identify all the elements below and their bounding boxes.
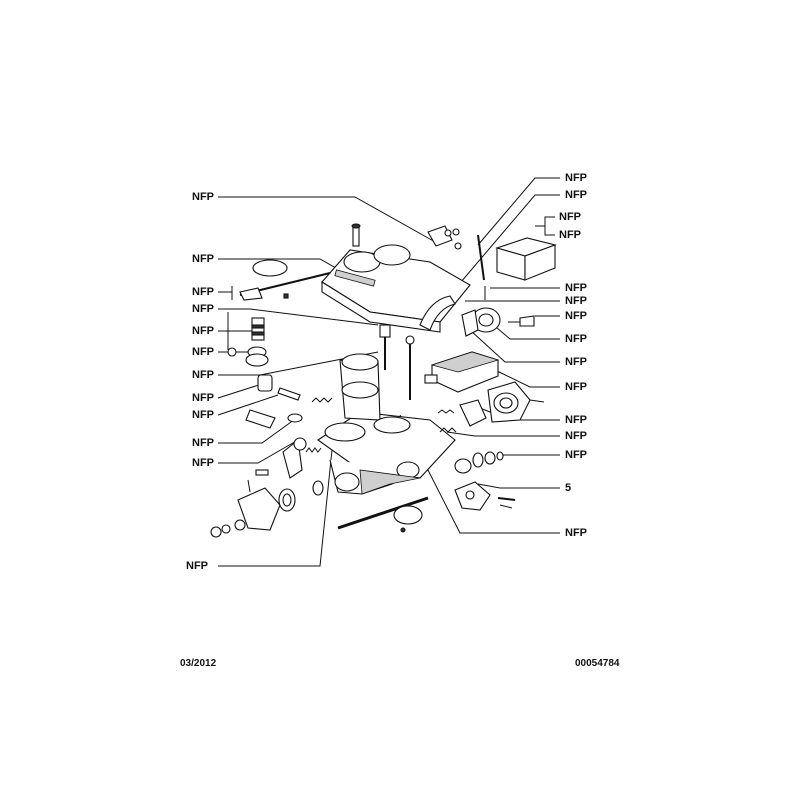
- callout-label-left-4: NFP: [192, 303, 214, 315]
- callout-label-right-15: NFP: [565, 527, 587, 539]
- throttle-shaft: [337, 496, 429, 533]
- callout-label-right-13: NFP: [565, 449, 587, 461]
- callout-label-right-12: NFP: [565, 430, 587, 442]
- callout-label-right-3: NFP: [559, 211, 581, 223]
- callout-label-left-3: NFP: [192, 286, 214, 298]
- callout-label-right-10: NFP: [565, 381, 587, 393]
- callout-label-left-9: NFP: [192, 409, 214, 421]
- leader-lines: [217, 177, 560, 567]
- throttle-linkage: [210, 437, 324, 538]
- carburetor-top-cover: [321, 223, 471, 333]
- top-right-small-parts: [419, 225, 486, 331]
- left-small-parts: [227, 259, 331, 392]
- callout-label-right-6: NFP: [565, 295, 587, 307]
- callout-label-left-8: NFP: [192, 392, 214, 404]
- callout-label-left-1: NFP: [192, 191, 214, 203]
- callout-label-right-4: NFP: [559, 229, 581, 241]
- callout-label-right-7: NFP: [565, 310, 587, 322]
- footer-date: 03/2012: [180, 658, 217, 669]
- callout-label-left-11: NFP: [192, 457, 214, 469]
- float-and-needle: [424, 351, 500, 393]
- callout-label-left-12: NFP: [186, 560, 208, 572]
- footer-reference-number: 00054784: [575, 658, 620, 669]
- callout-label-left-5: NFP: [192, 325, 214, 337]
- callout-label-right-8: NFP: [565, 333, 587, 345]
- kit-box: [495, 237, 557, 281]
- callout-label-left-2: NFP: [192, 253, 214, 265]
- carburetor-main-body: [317, 353, 456, 495]
- accelerator-pump: [459, 381, 545, 427]
- callout-label-right-5: NFP: [565, 282, 587, 294]
- callout-label-right-1: NFP: [565, 172, 587, 184]
- callout-label-left-7: NFP: [192, 369, 214, 381]
- economizer-parts: [454, 451, 516, 511]
- springs-and-screws: [245, 324, 457, 453]
- callout-label-right-14: 5: [565, 482, 572, 494]
- callout-label-right-11: NFP: [565, 414, 587, 426]
- callout-label-left-6: NFP: [192, 346, 214, 358]
- callout-label-left-10: NFP: [192, 437, 214, 449]
- choke-diaphragm: [461, 307, 535, 337]
- callout-label-right-9: NFP: [565, 356, 587, 368]
- callout-label-right-2: NFP: [565, 189, 587, 201]
